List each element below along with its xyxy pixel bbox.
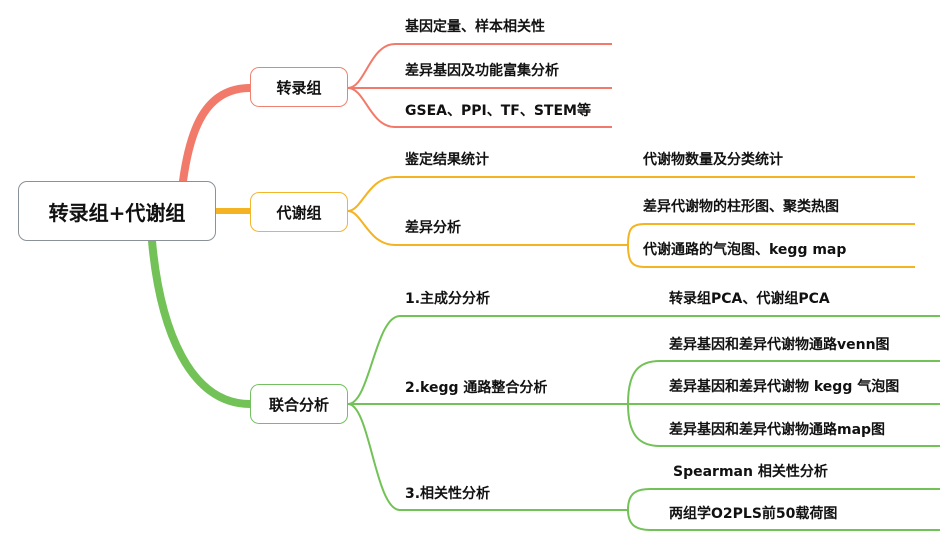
connector-joint-pca [347,315,940,405]
leaf-pca-detail: 转录组PCA、代谢组PCA [669,291,830,307]
leaf-joint-pca: 1.主成分分析 [405,291,491,307]
leaf-transcriptome-gsea: GSEA、PPI、TF、STEM等 [405,103,591,119]
branch-joint-analysis: 联合分析 [250,384,348,424]
connector-diff-2 [627,244,915,268]
connector-root-transcriptome [179,84,254,185]
root-node: 转录组+代谢组 [18,181,216,241]
connector-joint-corr [347,403,628,511]
connector-metabolome-identification [347,176,915,212]
leaf-kegg-venn: 差异基因和差异代谢物通路venn图 [669,337,890,353]
leaf-spearman: Spearman 相关性分析 [673,464,828,480]
connector-kegg-1 [627,360,940,405]
leaf-o2pls: 两组学O2PLS前50载荷图 [669,506,838,522]
connector-corr-2 [627,509,940,531]
connector-metabolome-diff [347,210,628,246]
leaf-kegg-map: 差异基因和差异代谢物通路map图 [669,422,886,438]
leaf-metabolome-identification: 鉴定结果统计 [405,152,489,168]
connector-root-joint [148,237,254,408]
connector-corr-1 [627,488,940,511]
leaf-diff-bubble: 代谢通路的气泡图、kegg map [643,242,847,258]
leaf-kegg-bubble: 差异基因和差异代谢物 kegg 气泡图 [669,379,900,395]
leaf-transcriptome-diff: 差异基因及功能富集分析 [405,63,559,79]
branch-metabolome: 代谢组 [250,192,348,232]
leaf-joint-correlation: 3.相关性分析 [405,486,491,502]
leaf-diff-barchart: 差异代谢物的柱形图、聚类热图 [643,199,839,215]
connector-diff-1 [627,223,915,246]
leaf-metabolite-count: 代谢物数量及分类统计 [643,152,783,168]
leaf-joint-kegg: 2.kegg 通路整合分析 [405,380,548,396]
branch-transcriptome: 转录组 [250,67,348,107]
connector-transcriptome-3 [347,87,612,128]
connector-transcriptome-1 [347,43,612,89]
leaf-metabolome-diff: 差异分析 [405,220,461,236]
leaf-transcriptome-quant: 基因定量、样本相关性 [405,19,545,35]
connector-kegg-3 [627,403,940,447]
